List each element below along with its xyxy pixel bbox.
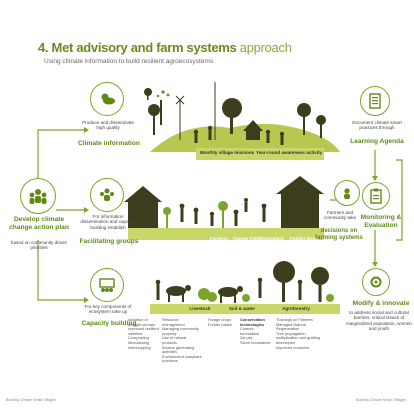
climate-circle [90,82,124,116]
middle-band [128,228,324,240]
list-col5: Trainings on Farmers' Managed Natural Re… [276,317,324,350]
list-item: Contour boundaries [240,326,260,336]
band-mid-2: Farmer Field Schools [233,236,261,247]
page-title: 4. Met advisory and farm systems approac… [38,40,292,55]
people-icon [29,189,47,204]
list-item: Fodder banks [208,321,232,327]
list-item: Forage crops [208,317,231,322]
plan-sub: based on community driven priorities [10,240,68,251]
footer-left: Building Climate Smart Villages [6,398,57,402]
connector-top [37,129,84,190]
list-item: Zai pits [240,335,253,341]
group-icon [100,188,114,201]
band-top-2: Year-round awareness activity [255,150,323,155]
list-item: Improved resilient varieties [128,326,159,336]
top-band [196,148,324,160]
list-item: Use of natural products [162,335,187,345]
band-mid-4: Fodder Bank Committees [289,236,319,247]
list-col3: Forage crops Fodder banks [208,317,238,327]
plan-circle [20,178,56,214]
modify-circle [362,268,390,296]
title-main: 4. Met advisory and farm systems [38,40,237,55]
groups-pre: For information dissemination and capaci… [80,214,136,230]
list-item: Resource management [162,317,185,327]
list-heading: Conservation technologies [240,317,265,327]
list-item: Stone boundaries [240,339,271,345]
band-bot-3: Agroforestry [282,306,310,311]
groups-heading: Facilitating groups [79,238,139,245]
list-item: Trainings on Farmers' Managed Natural Re… [276,317,314,332]
connector-bottom [37,240,84,301]
capacity-heading: Capacity building [81,320,137,327]
list-col1: Adoption of drought cereals Improved res… [128,317,160,350]
decision-circle [334,180,360,206]
learning-pre: Document climate smart practices through [352,120,402,131]
list-item: Improved nurseries [276,344,310,350]
document-icon [369,93,381,109]
climate-heading: Climate information [78,140,140,147]
band-bot-1: Livestock [189,306,211,311]
climate-pre: Produce and disseminate high quality [82,120,134,131]
list-col4: Conservation technologies Contour bounda… [240,317,274,346]
capacity-circle [90,268,124,302]
weather-icon [101,93,115,105]
list-item: Managing community property [162,326,199,336]
learning-heading: Learning Agenda [350,138,404,145]
footer-right: Building Climate Smart Villages [355,398,406,402]
list-item: Tree propagation, multiplication and gra… [276,330,321,345]
clipboard-icon [370,188,382,204]
top-hill [150,123,340,152]
list-item: Income generating activities [162,344,195,355]
learning-circle [360,86,390,116]
list-item: Intercropping [128,344,151,350]
list-col2: Resource management Managing community p… [162,317,202,364]
list-item: Adoption of drought cereals [128,317,155,327]
title-light: approach [236,40,292,55]
list-item: Microdosing [128,339,149,345]
decision-icon [344,188,350,199]
monitoring-circle [362,182,390,210]
plan-heading: Develop climate change action plan [9,216,69,231]
groups-circle [90,178,124,212]
list-item: Environment compliant practices [162,353,202,364]
capacity-pre: For key components of ecosystem take up [84,304,132,315]
monitoring-heading: Monitoring & Evaluation [360,214,402,229]
band-bot-2: Soil & water [228,306,256,311]
training-icon [99,278,115,292]
modify-sub: to address social and cultural barriers,… [346,310,412,332]
band-mid-1: Farmers Councils [209,236,229,247]
band-top-1: Monthly village missions [199,150,255,155]
gear-icon [370,276,382,288]
bottom-band [150,304,340,314]
modify-heading: Modify & innovate [352,300,410,307]
band-mid-3: Innovation Platforms [260,236,284,247]
page-subtitle: Using climate information to build resil… [44,58,214,65]
decision-pre: Farmers and community take [323,210,357,221]
decision-heading: decisions on farming systems [315,228,363,241]
list-item: Composting [128,335,149,341]
